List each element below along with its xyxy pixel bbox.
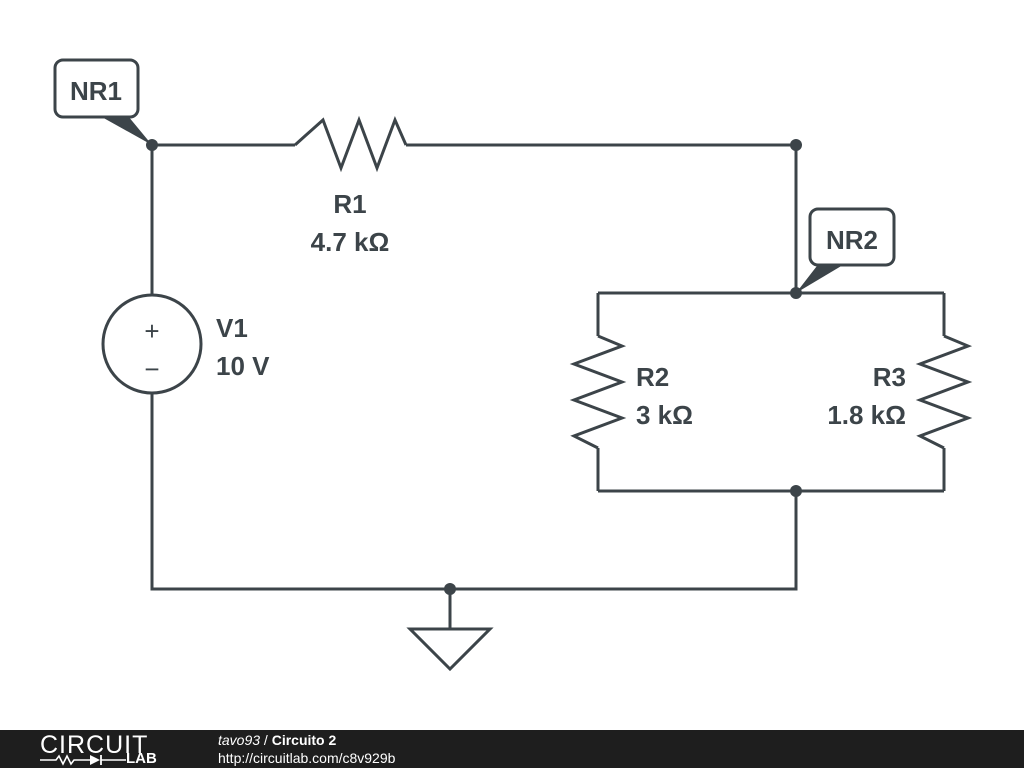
wire-top-right [406,143,798,293]
node-top-right-dot[interactable] [790,139,802,151]
resistor-r2[interactable] [569,334,627,450]
resistor-r3[interactable] [915,334,973,450]
node-bottom-parallel-dot[interactable] [790,485,802,497]
circuit-info: tavo93 / Circuito 2 http://circuitlab.co… [218,731,395,767]
r1-value-label: 4.7 kΩ [311,227,390,257]
author-link[interactable]: tavo93 [218,732,261,748]
title-separator: / [260,732,272,748]
circuit-title: Circuito 2 [271,732,337,748]
source-minus-sign: − [144,354,159,384]
voltage-source-v1[interactable]: + − [101,293,203,395]
node-label-nr2-text: NR2 [826,225,878,255]
v1-name-label: V1 [216,313,248,343]
logo-circuit-icon [40,754,126,766]
r3-name-label: R3 [873,362,906,392]
ground-icon [406,627,494,672]
node-label-nr2[interactable]: NR2 [796,207,896,293]
schematic-diagram: + − NR1 NR2 R1 4.7 kΩ V1 10 V [53,58,973,672]
r1-name-label: R1 [333,189,366,219]
circuitlab-logo[interactable]: CIRCUIT LAB [40,731,180,767]
node-label-nr1[interactable]: NR1 [53,58,152,145]
r2-name-label: R2 [636,362,669,392]
author-title-line: tavo93 / Circuito 2 [218,731,395,749]
r3-value-label: 1.8 kΩ [827,400,906,430]
logo-bottom-text: LAB [126,750,157,767]
resistor-r1[interactable] [293,115,408,173]
circuit-url[interactable]: http://circuitlab.com/c8v929b [218,750,396,766]
node-label-nr1-text: NR1 [70,76,122,106]
source-plus-sign: + [144,316,159,346]
footer-bar: CIRCUIT LAB tavo93 / Circuito 2 http://c… [0,730,1024,768]
node-ground-dot[interactable] [444,583,456,595]
v1-value-label: 10 V [216,351,270,381]
r2-value-label: 3 kΩ [636,400,693,430]
wires [150,143,946,629]
wire-left-lower [150,393,798,591]
logo-top-text: CIRCUIT [40,731,149,759]
